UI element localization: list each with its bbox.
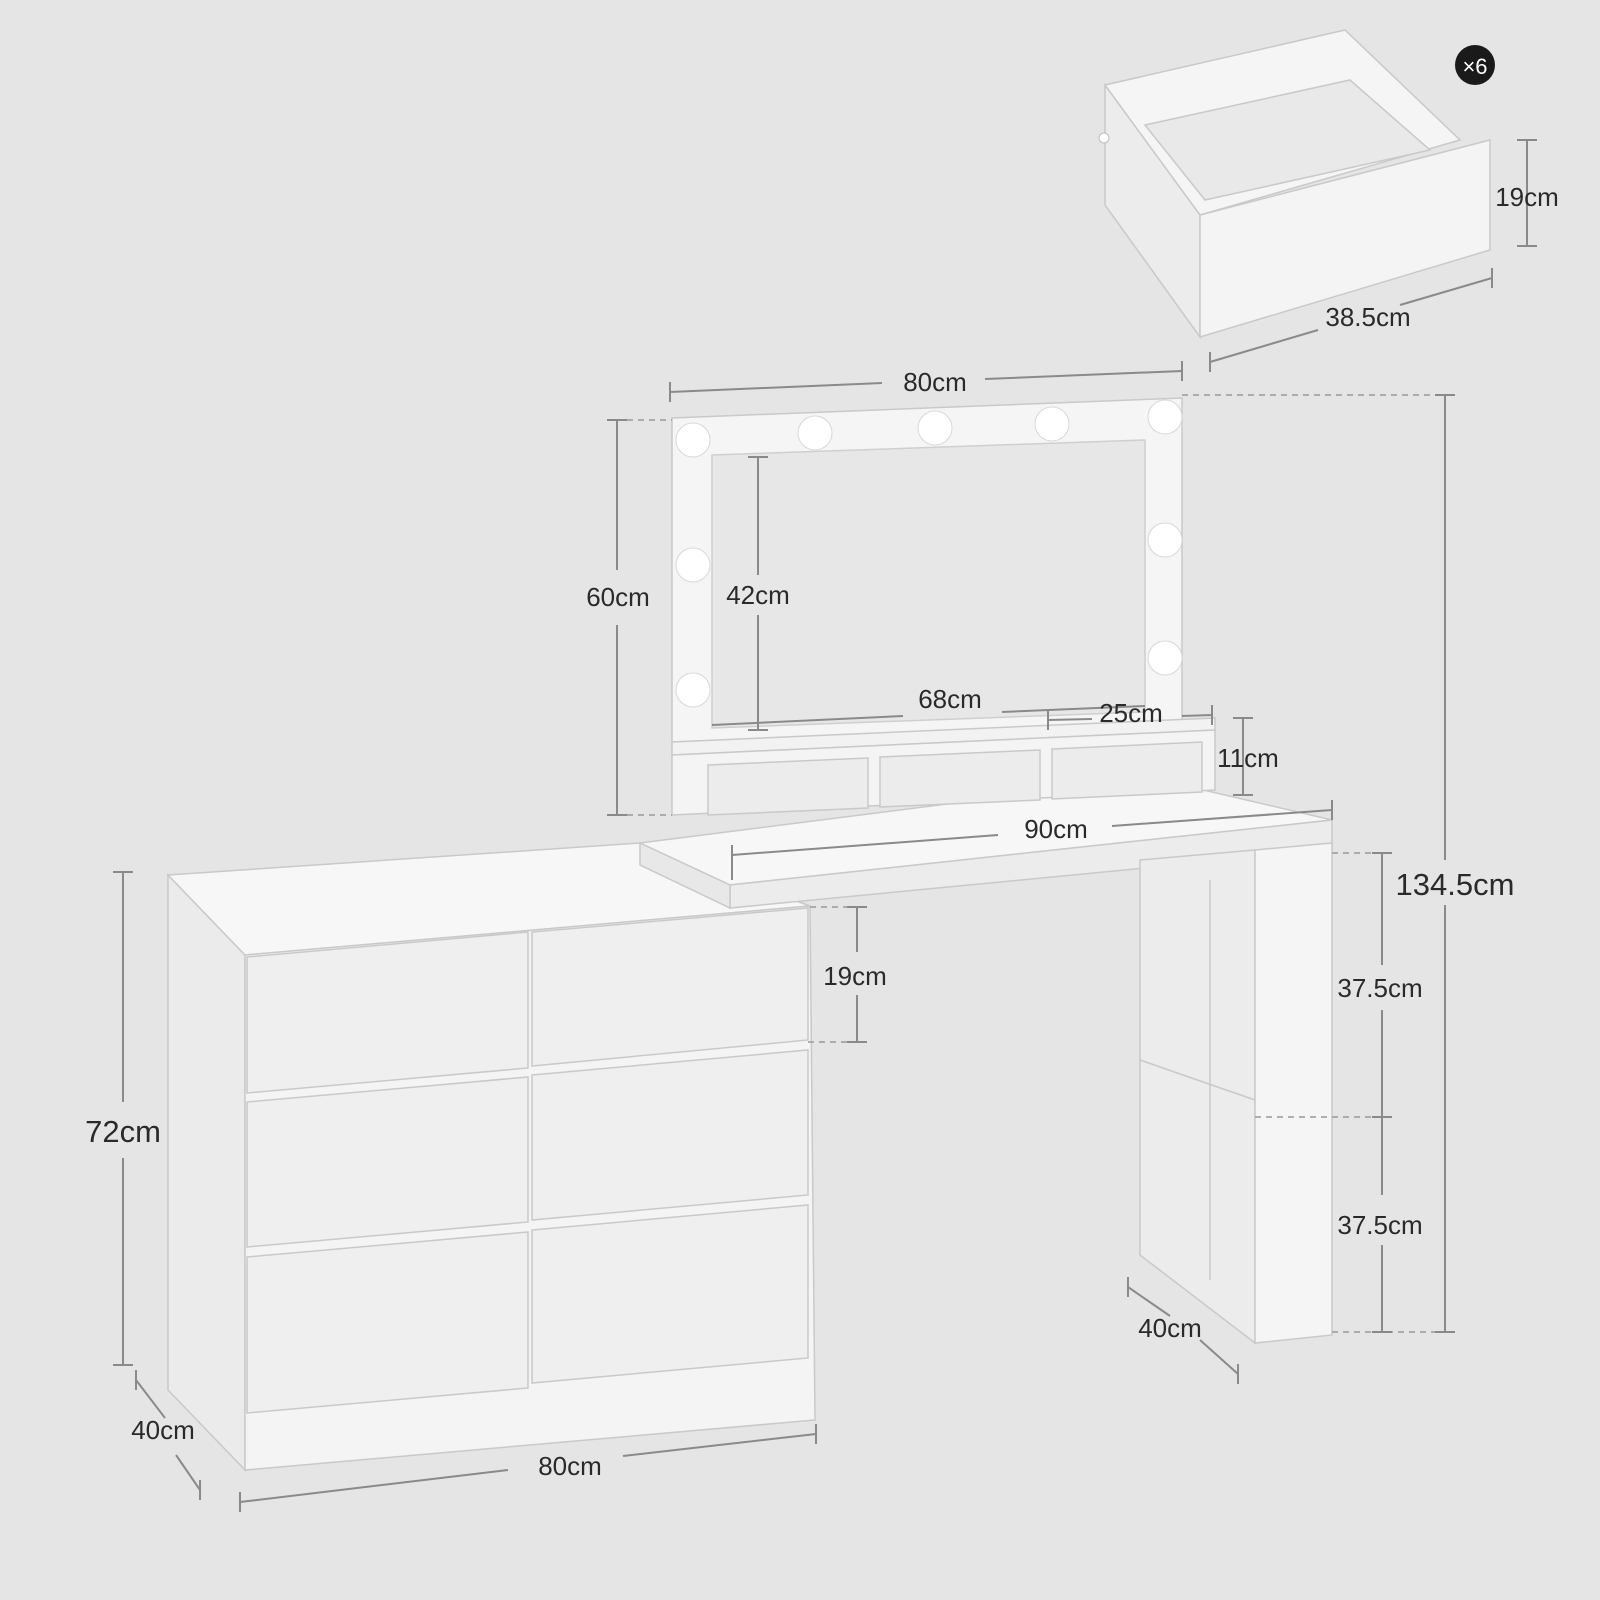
label-drawer-height: 19cm [1495,182,1559,212]
dimension-lines [113,139,1537,1512]
desk [637,777,1333,1345]
mirror [671,397,1183,743]
mirror-bulb [1147,640,1183,676]
label-total-height: 134.5cm [1396,867,1515,902]
shelf-unit [671,717,1216,816]
desk-leg-side [1139,849,1256,1345]
mirror-bulb [675,547,711,583]
mirror-bulb [675,422,711,458]
shelf-cubby [707,757,869,816]
mirror-bulb [1147,399,1183,435]
dresser-drawer [246,1076,529,1248]
mirror-bulb [675,672,711,708]
dresser-drawer [531,907,809,1067]
mirror-bulb [1147,522,1183,558]
desk-leg-front [1254,842,1333,1344]
shelf-cubby [1051,741,1203,800]
label-dresser-height: 72cm [85,1114,161,1149]
shelf-cubby [879,749,1041,808]
mirror-glass [711,439,1146,729]
badge-text: ×6 [1462,54,1487,79]
badge-circle [1455,45,1495,85]
label-leg-depth: 40cm [1138,1313,1202,1343]
drawer-front [1199,139,1491,339]
drawer-detail [1098,29,1491,340]
label-desk-width: 90cm [1024,814,1088,844]
label-front-drawer-height: 19cm [823,961,887,991]
label-cubby-width: 25cm [1099,698,1163,728]
desk-top-left-edge [639,841,731,910]
dresser-drawer [246,931,529,1094]
dresser-drawer [531,1049,809,1221]
dresser-drawer [531,1204,809,1384]
label-mirror-width: 80cm [903,367,967,397]
label-glass-width: 68cm [918,684,982,714]
dresser-side [167,873,246,1472]
label-dresser-depth: 40cm [131,1415,195,1445]
label-leg-upper: 37.5cm [1337,973,1422,1003]
label-drawer-depth: 38.5cm [1325,302,1410,332]
dimension-labels: 19cm 38.5cm 80cm 60cm 42cm 68cm 25cm 11c… [85,182,1559,1481]
dresser [166,842,816,1472]
label-dresser-width: 80cm [538,1451,602,1481]
mirror-bulb [917,410,953,446]
label-glass-height: 42cm [726,580,790,610]
desk-leg-shelf [1139,1059,1256,1101]
drawer-runner-knob [1098,132,1110,144]
label-cubby-height: 11cm [1217,743,1279,773]
mirror-bulb [1034,406,1070,442]
label-mirror-height: 60cm [586,582,650,612]
drawer-inside [1143,79,1432,201]
dresser-drawer [246,1231,529,1414]
quantity-badge: ×6 [1455,45,1495,85]
mirror-bulb [797,415,833,451]
label-leg-lower: 37.5cm [1337,1210,1422,1240]
